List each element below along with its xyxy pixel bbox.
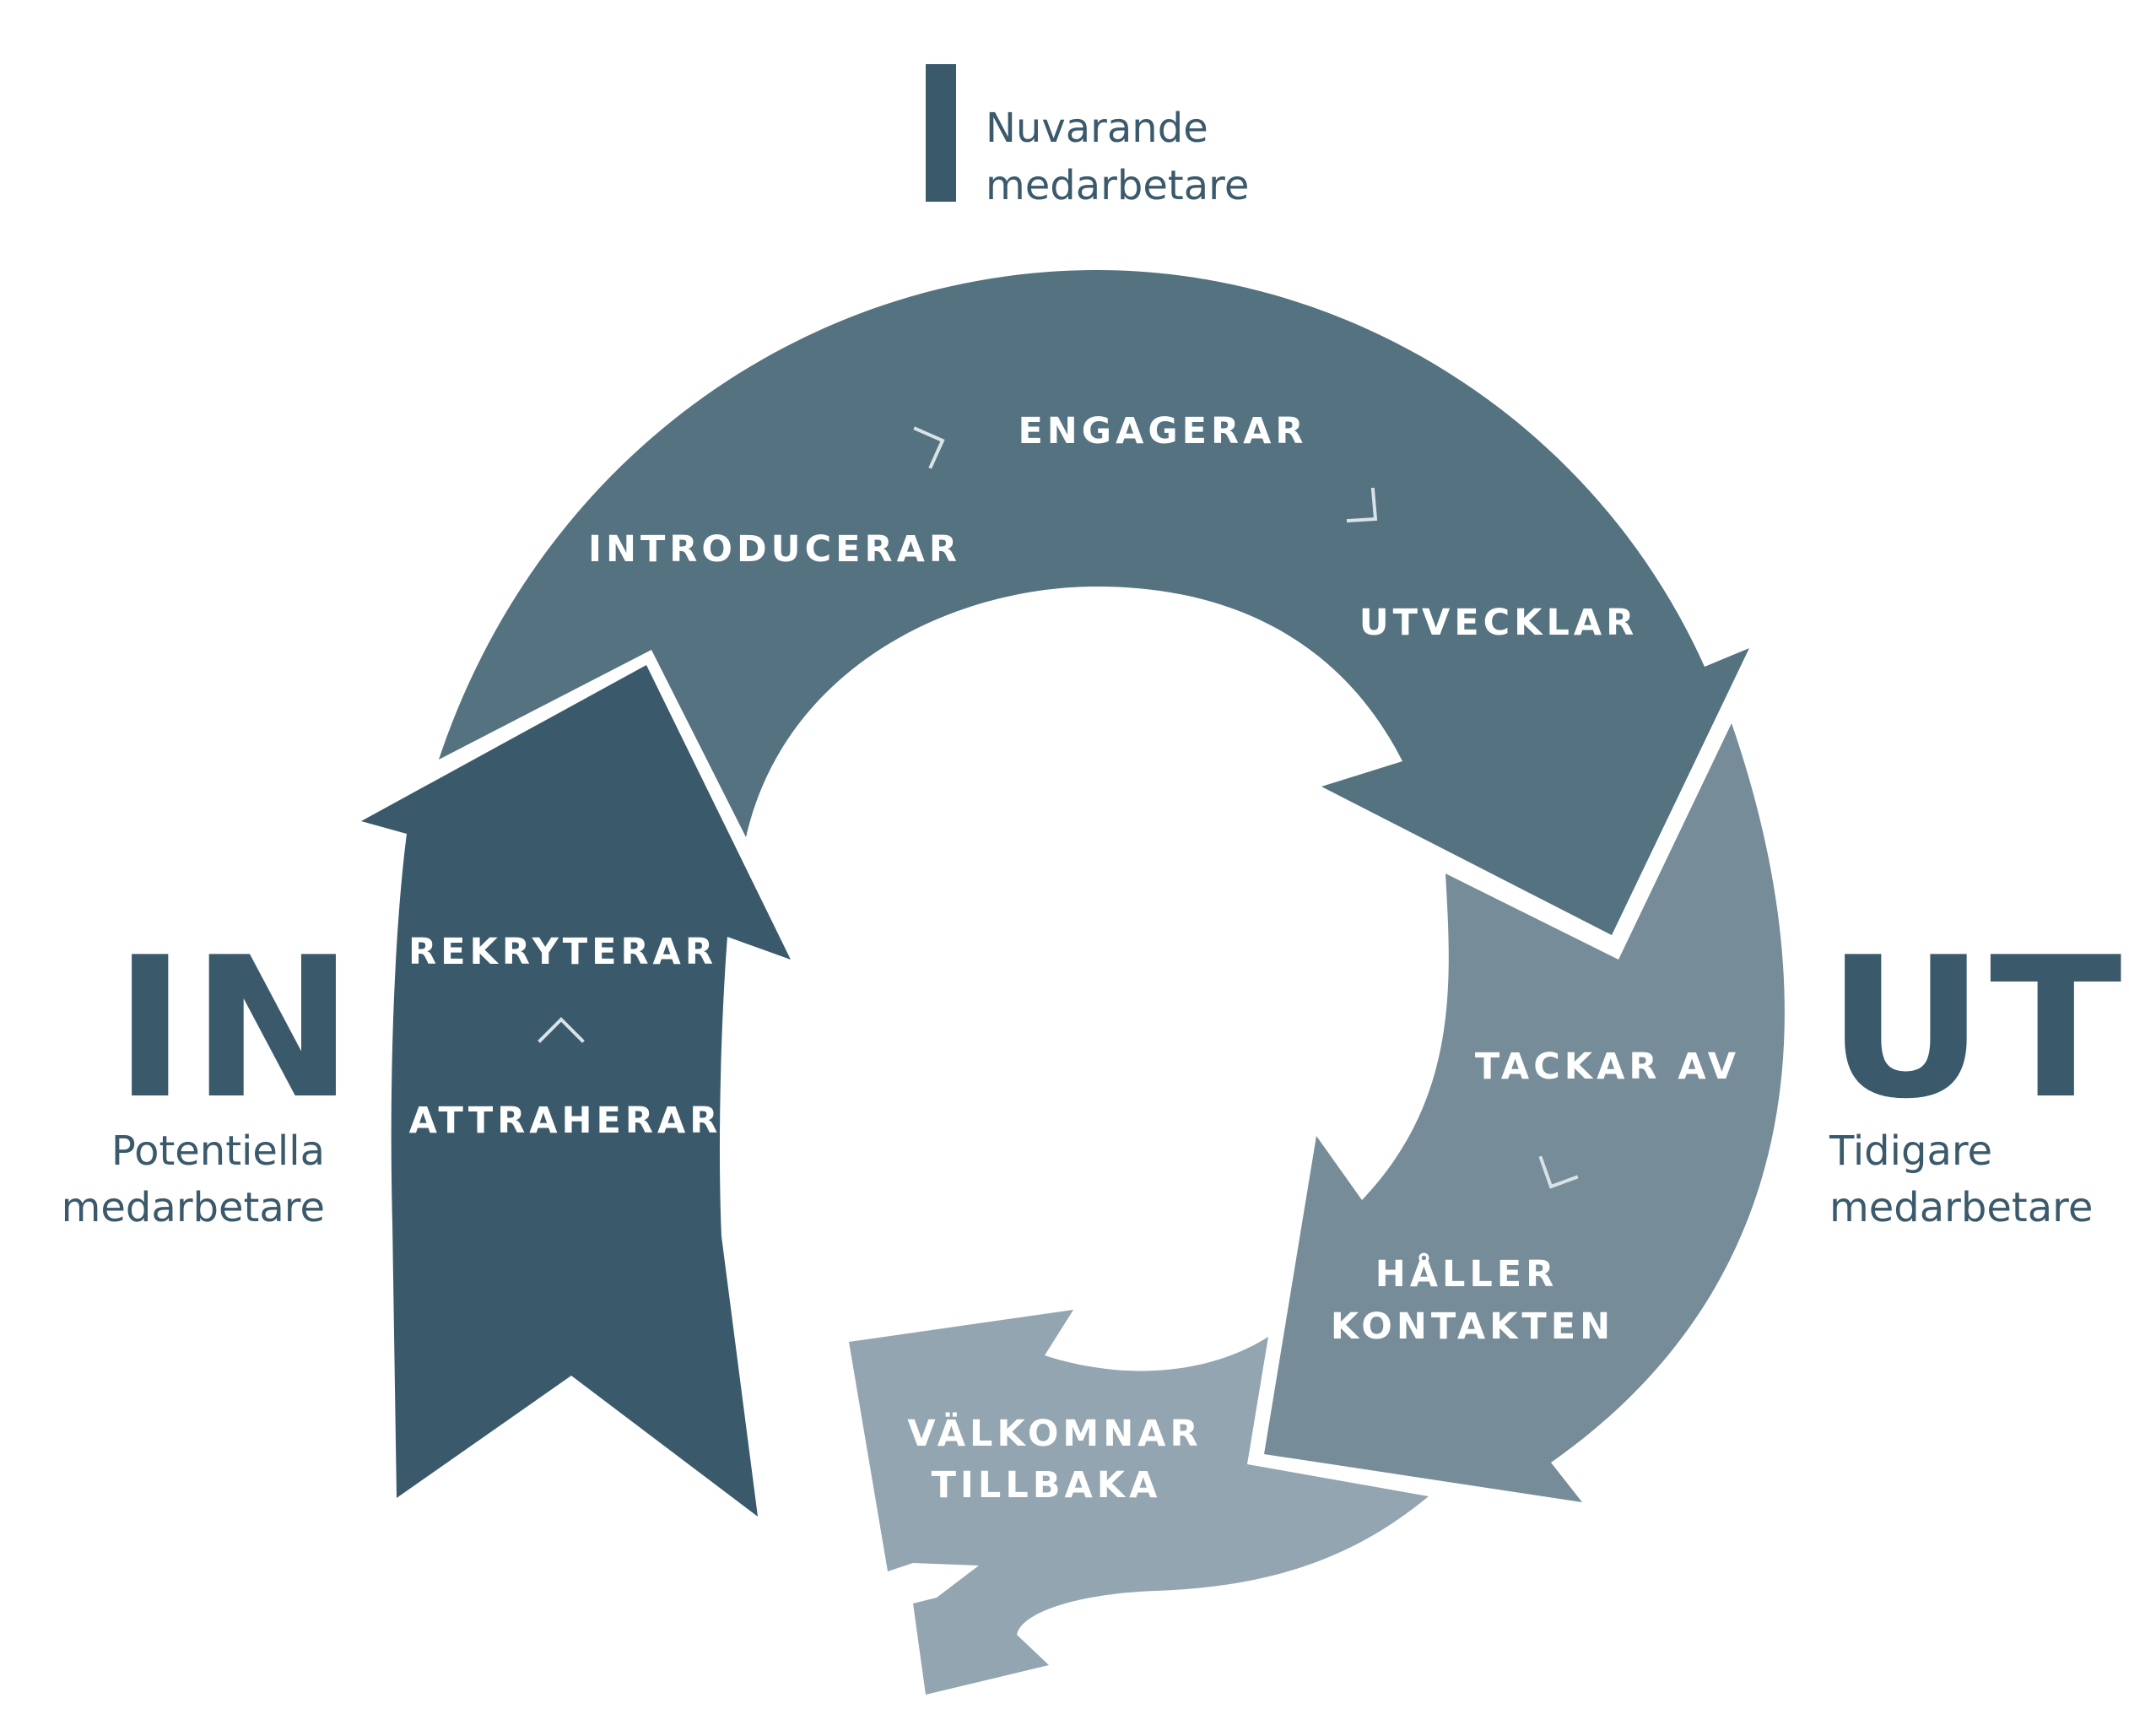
- arc-arrow-bottom: [849, 1310, 1429, 1695]
- chevron-up-icon: [538, 1017, 585, 1043]
- stage-label-valkomnar-line1: VÄLKOMNAR: [907, 1412, 1202, 1455]
- stage-label-rekryterar: REKRYTERAR: [408, 931, 717, 973]
- stage-label-utvecklar: UTVECKLAR: [1359, 602, 1639, 644]
- stage-label-haller-line1: HÅLLER: [1375, 1252, 1559, 1295]
- stage-label-introducerar: INTRODUCERAR: [588, 528, 961, 571]
- stage-label-tackar-av: TACKAR AV: [1475, 1046, 1740, 1088]
- in-caption-line1: Potentiella: [111, 1128, 325, 1175]
- stage-label-attraherar: ATTRAHERAR: [409, 1100, 722, 1142]
- legend-title-line1: Nuvarande: [986, 105, 1208, 152]
- stage-label-engagerar: ENGAGERAR: [1018, 410, 1307, 452]
- chevron-down-right-icon: [1346, 487, 1378, 523]
- arrow-attract-recruit: [361, 665, 791, 1517]
- legend-bar-icon: [926, 64, 956, 202]
- arc-arrow-right: [1264, 723, 1785, 1502]
- in-caption-line2: medarbetare: [62, 1184, 325, 1231]
- in-label: IN: [114, 917, 359, 1142]
- chevron-right-icon: [913, 426, 945, 469]
- legend-title-line2: medarbetare: [986, 162, 1249, 209]
- arc-arrow-top: [439, 270, 1749, 935]
- ut-caption-line2: medarbetare: [1829, 1184, 2093, 1231]
- ut-label: UT: [1827, 917, 2127, 1142]
- stage-label-haller-line2: KONTAKTEN: [1331, 1306, 1614, 1348]
- ut-caption-line1: Tidigare: [1829, 1128, 1992, 1175]
- chevron-down-icon: [1538, 1155, 1579, 1189]
- stage-label-valkomnar-line2: TILLBAKA: [932, 1464, 1162, 1506]
